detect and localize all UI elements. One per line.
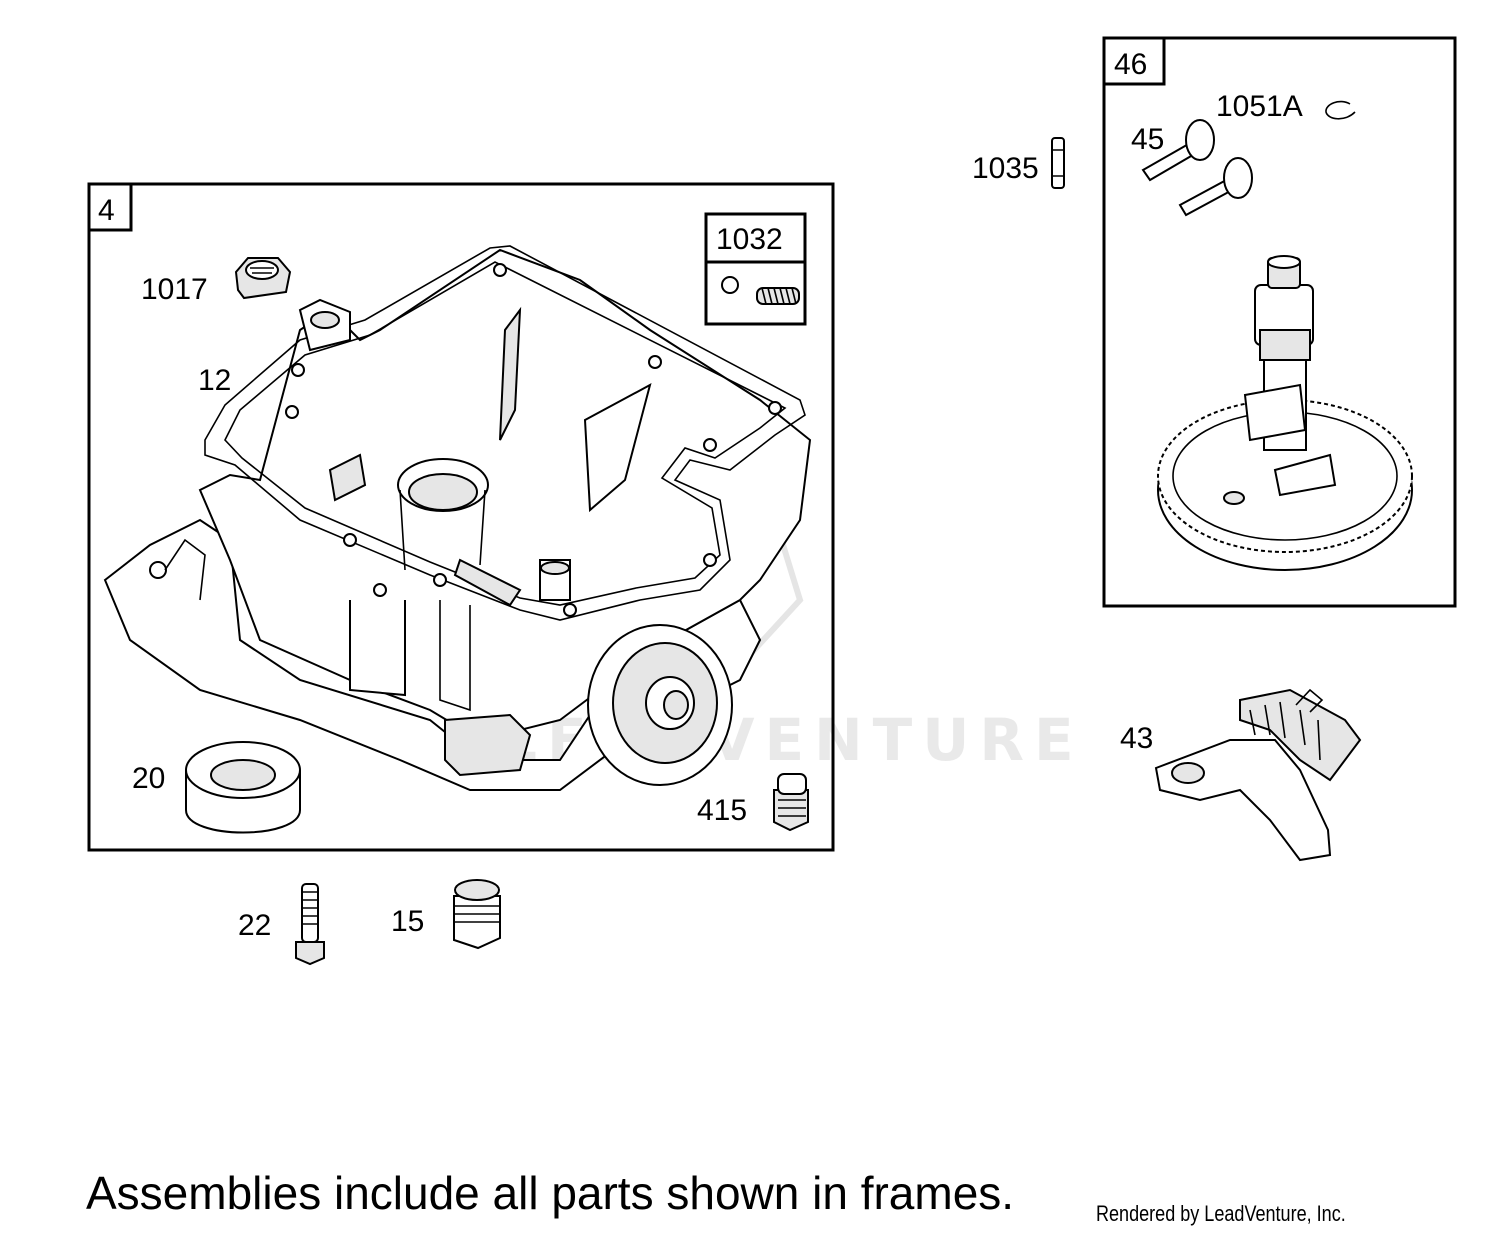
assemblies-caption: Assemblies include all parts shown in fr… bbox=[86, 1167, 1015, 1219]
part-1017-nut-icon[interactable] bbox=[234, 257, 292, 300]
callout-1017: 1017 bbox=[141, 273, 208, 306]
frame-46-number-box bbox=[1102, 36, 1166, 86]
part-1051a-clip-icon[interactable] bbox=[1325, 100, 1356, 120]
callout-22: 22 bbox=[238, 909, 271, 942]
frame-4[interactable]: 4 bbox=[87, 182, 835, 852]
callout-1035: 1035 bbox=[972, 152, 1039, 185]
sump-housing-icon[interactable] bbox=[103, 245, 812, 791]
callout-415: 415 bbox=[697, 794, 747, 827]
callout-45: 45 bbox=[1131, 123, 1164, 156]
frame-46[interactable]: 46 bbox=[1102, 36, 1457, 608]
check-ball-icon bbox=[721, 276, 739, 294]
part-1035-pin-icon[interactable] bbox=[1051, 137, 1065, 189]
part-45-tappet-icon[interactable] bbox=[1141, 119, 1253, 217]
render-credit: Rendered by LeadVenture, Inc. bbox=[1096, 1201, 1346, 1226]
camshaft-gear-icon[interactable] bbox=[1157, 255, 1413, 571]
callout-43: 43 bbox=[1120, 722, 1153, 755]
frame-1032-border bbox=[704, 212, 807, 326]
part-22-bolt-icon[interactable] bbox=[295, 883, 325, 966]
part-20-seal-icon[interactable] bbox=[185, 741, 301, 834]
part-415-plug-icon[interactable] bbox=[773, 773, 809, 832]
frame-46-border bbox=[1102, 36, 1457, 608]
part-15-plug-icon[interactable] bbox=[453, 879, 501, 950]
frame-4-number: 4 bbox=[98, 194, 115, 227]
callout-1051a: 1051A bbox=[1216, 90, 1303, 123]
frame-4-number-box bbox=[87, 182, 133, 232]
callout-12: 12 bbox=[198, 364, 231, 397]
spring-icon bbox=[756, 287, 800, 305]
frame-1032-number: 1032 bbox=[716, 223, 783, 256]
frame-4-border bbox=[87, 182, 835, 852]
part-43-governor-icon[interactable] bbox=[1154, 688, 1362, 862]
callout-15: 15 bbox=[391, 905, 424, 938]
callout-20: 20 bbox=[132, 762, 165, 795]
frame-46-number: 46 bbox=[1114, 48, 1147, 81]
frame-1032[interactable]: 1032 bbox=[704, 212, 807, 326]
